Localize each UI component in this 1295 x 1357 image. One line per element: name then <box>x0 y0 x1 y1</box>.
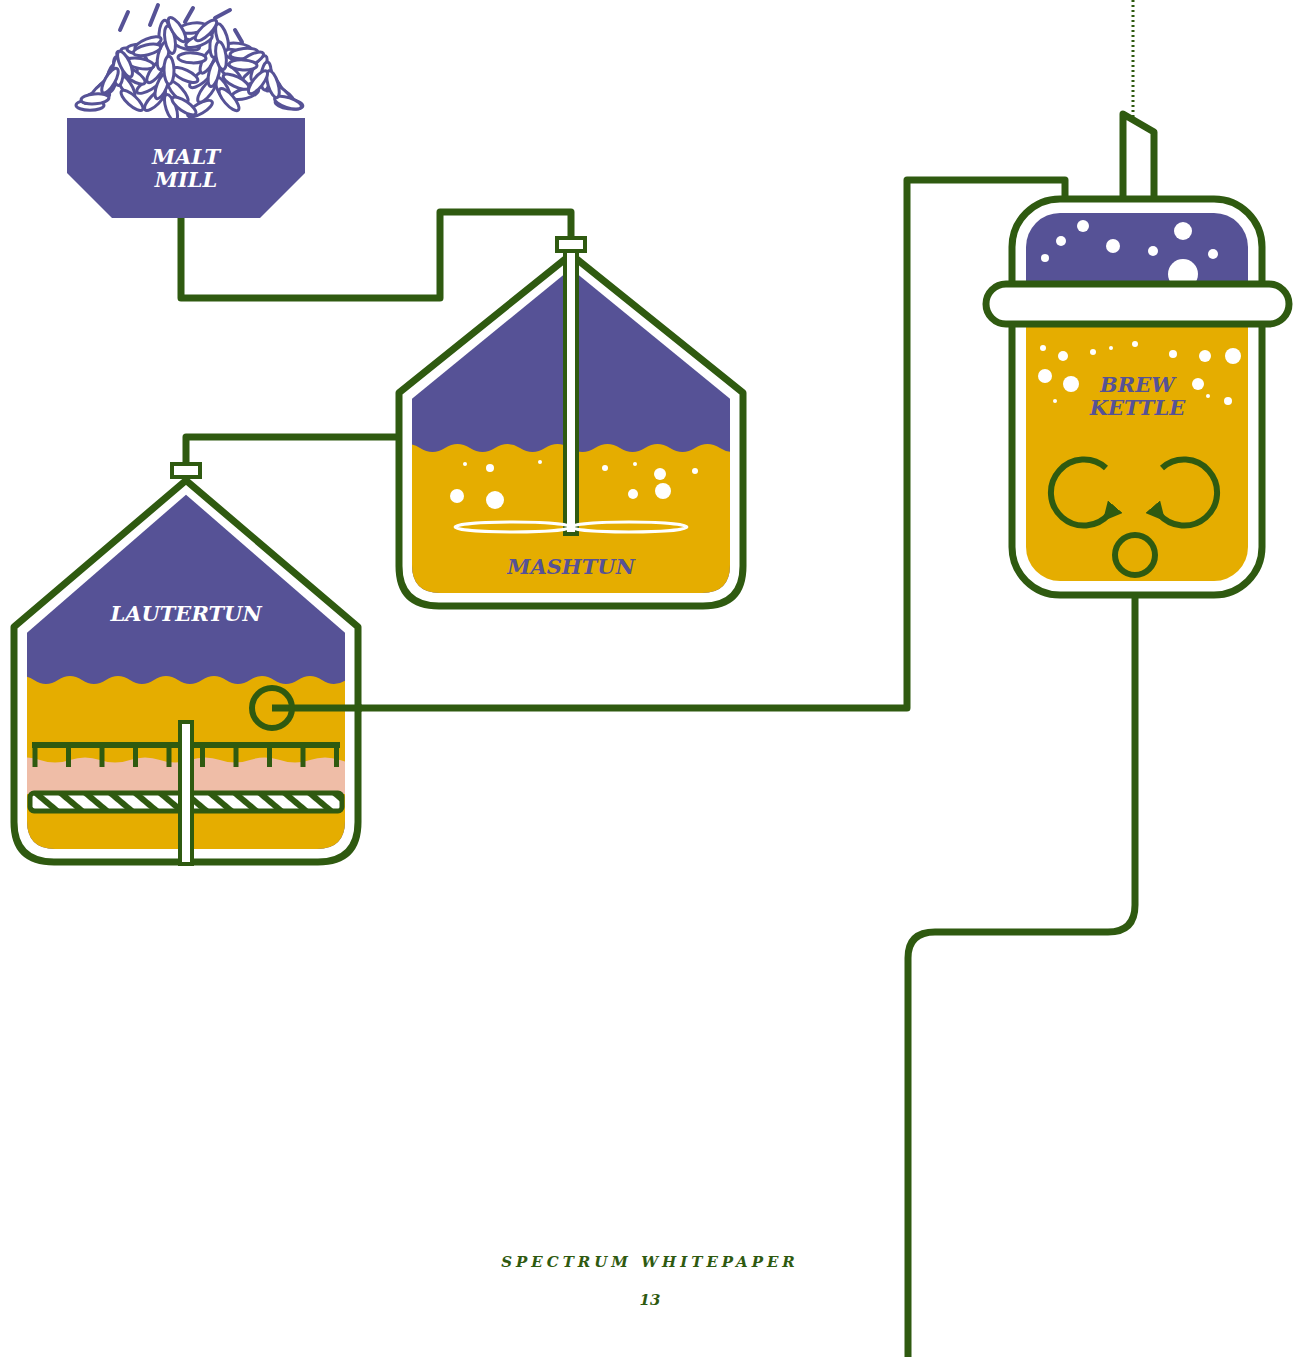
grain <box>170 94 199 118</box>
bubble <box>486 491 504 509</box>
rake-tooth <box>234 745 239 767</box>
vessel-shape <box>395 236 747 610</box>
vessel-label: MALT MILL <box>126 145 246 191</box>
cap <box>172 464 200 477</box>
rake-tooth <box>200 745 205 767</box>
bubble <box>633 462 637 466</box>
outlet-stub <box>272 705 362 712</box>
rake-tooth <box>133 745 138 767</box>
rake-tooth <box>334 745 339 767</box>
bubble <box>628 489 638 499</box>
outlet <box>252 688 292 728</box>
rake-tooth <box>66 745 71 767</box>
grain <box>178 52 206 63</box>
grain <box>192 17 219 44</box>
bubble <box>654 468 666 480</box>
bubble <box>1224 397 1232 405</box>
page-number: 13 <box>640 1291 661 1309</box>
agitator-shaft <box>565 248 577 534</box>
lautertun-vessel: LAUTERTUN <box>10 462 362 866</box>
grain <box>214 41 228 70</box>
wort <box>10 676 394 866</box>
footer-title: SPECTRUM WHITEPAPER <box>501 1253 799 1271</box>
stir-arrow <box>1159 460 1217 526</box>
grain <box>81 93 110 105</box>
paddle <box>571 522 687 532</box>
bubble <box>1056 236 1066 246</box>
bubble <box>538 460 542 464</box>
rake-shaft <box>180 722 192 864</box>
rake-tooth <box>100 745 105 767</box>
grain <box>132 42 162 58</box>
pipe <box>360 180 1065 708</box>
grain <box>118 87 145 113</box>
falling-grain <box>215 10 230 18</box>
pipe <box>186 437 397 462</box>
bubble <box>1040 345 1046 351</box>
bubble <box>486 464 494 472</box>
mashtun-vessel: MASHTUN <box>395 236 747 610</box>
bubble <box>1053 399 1057 403</box>
vessel-label: LAUTERTUN <box>76 602 296 625</box>
falling-grain <box>235 30 242 42</box>
cap <box>557 238 585 251</box>
bubble <box>1174 222 1192 240</box>
vessel-label: MASHTUN <box>471 555 671 578</box>
bubble <box>1109 346 1113 350</box>
bubble <box>1077 220 1089 232</box>
bubble <box>1169 350 1177 358</box>
falling-grain <box>150 5 158 25</box>
rake-tooth <box>267 745 272 767</box>
bubble <box>692 468 698 474</box>
bubble <box>1208 249 1218 259</box>
bubble <box>1106 239 1120 253</box>
bubble <box>1038 369 1052 383</box>
bubble <box>1041 254 1049 262</box>
headspace <box>10 462 362 866</box>
bubble <box>655 483 671 499</box>
falling-grain <box>120 12 128 30</box>
bubble <box>1206 394 1210 398</box>
malt-mill: MALT MILL <box>67 118 305 218</box>
bubble <box>1225 348 1241 364</box>
hopper <box>67 118 305 218</box>
grain <box>229 59 257 70</box>
bubble <box>1058 351 1068 361</box>
hop-inlet <box>1123 114 1154 198</box>
grain <box>99 66 122 95</box>
rake-tooth <box>33 745 38 767</box>
mash-liquid <box>395 444 795 610</box>
bubble <box>1148 246 1158 256</box>
outlet <box>1115 535 1155 575</box>
grain <box>245 68 270 96</box>
outlet-pipe <box>908 578 1135 1357</box>
pipe <box>181 212 571 298</box>
vessel-label: BREW KETTLE <box>1083 373 1193 419</box>
bubble <box>602 465 608 471</box>
wort <box>1026 306 1248 581</box>
rake-tooth <box>301 745 306 767</box>
falling-grain <box>185 8 193 22</box>
bubble <box>1192 378 1204 390</box>
rake-tooth <box>167 745 172 767</box>
bubble <box>1199 350 1211 362</box>
paddle <box>455 522 571 532</box>
bubble <box>450 489 464 503</box>
bubble <box>1090 349 1096 355</box>
grain <box>216 86 242 114</box>
grain <box>221 71 251 92</box>
bubble <box>1132 341 1138 347</box>
brew-kettle: BREW KETTLE <box>983 196 1292 598</box>
vessel-shape <box>10 462 362 866</box>
flange <box>986 284 1289 324</box>
bubble <box>1063 376 1079 392</box>
bubble <box>463 462 467 466</box>
stir-arrow <box>1051 460 1109 526</box>
grain-pile <box>76 5 304 123</box>
grain <box>164 56 174 84</box>
